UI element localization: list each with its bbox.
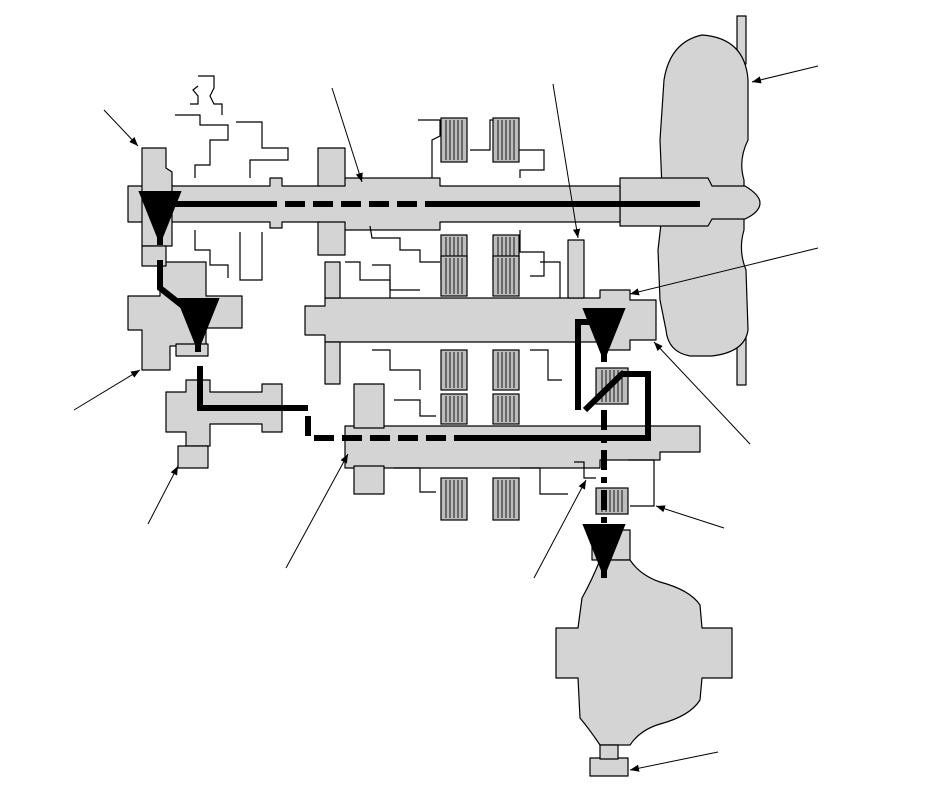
mainshaft-assembly [127, 75, 621, 281]
differential-assembly [555, 529, 733, 777]
leader-lines [73, 65, 819, 772]
secondary-shaft-assembly [165, 367, 701, 521]
power-flow-path [138, 191, 700, 578]
countershaft-assembly [304, 239, 657, 391]
